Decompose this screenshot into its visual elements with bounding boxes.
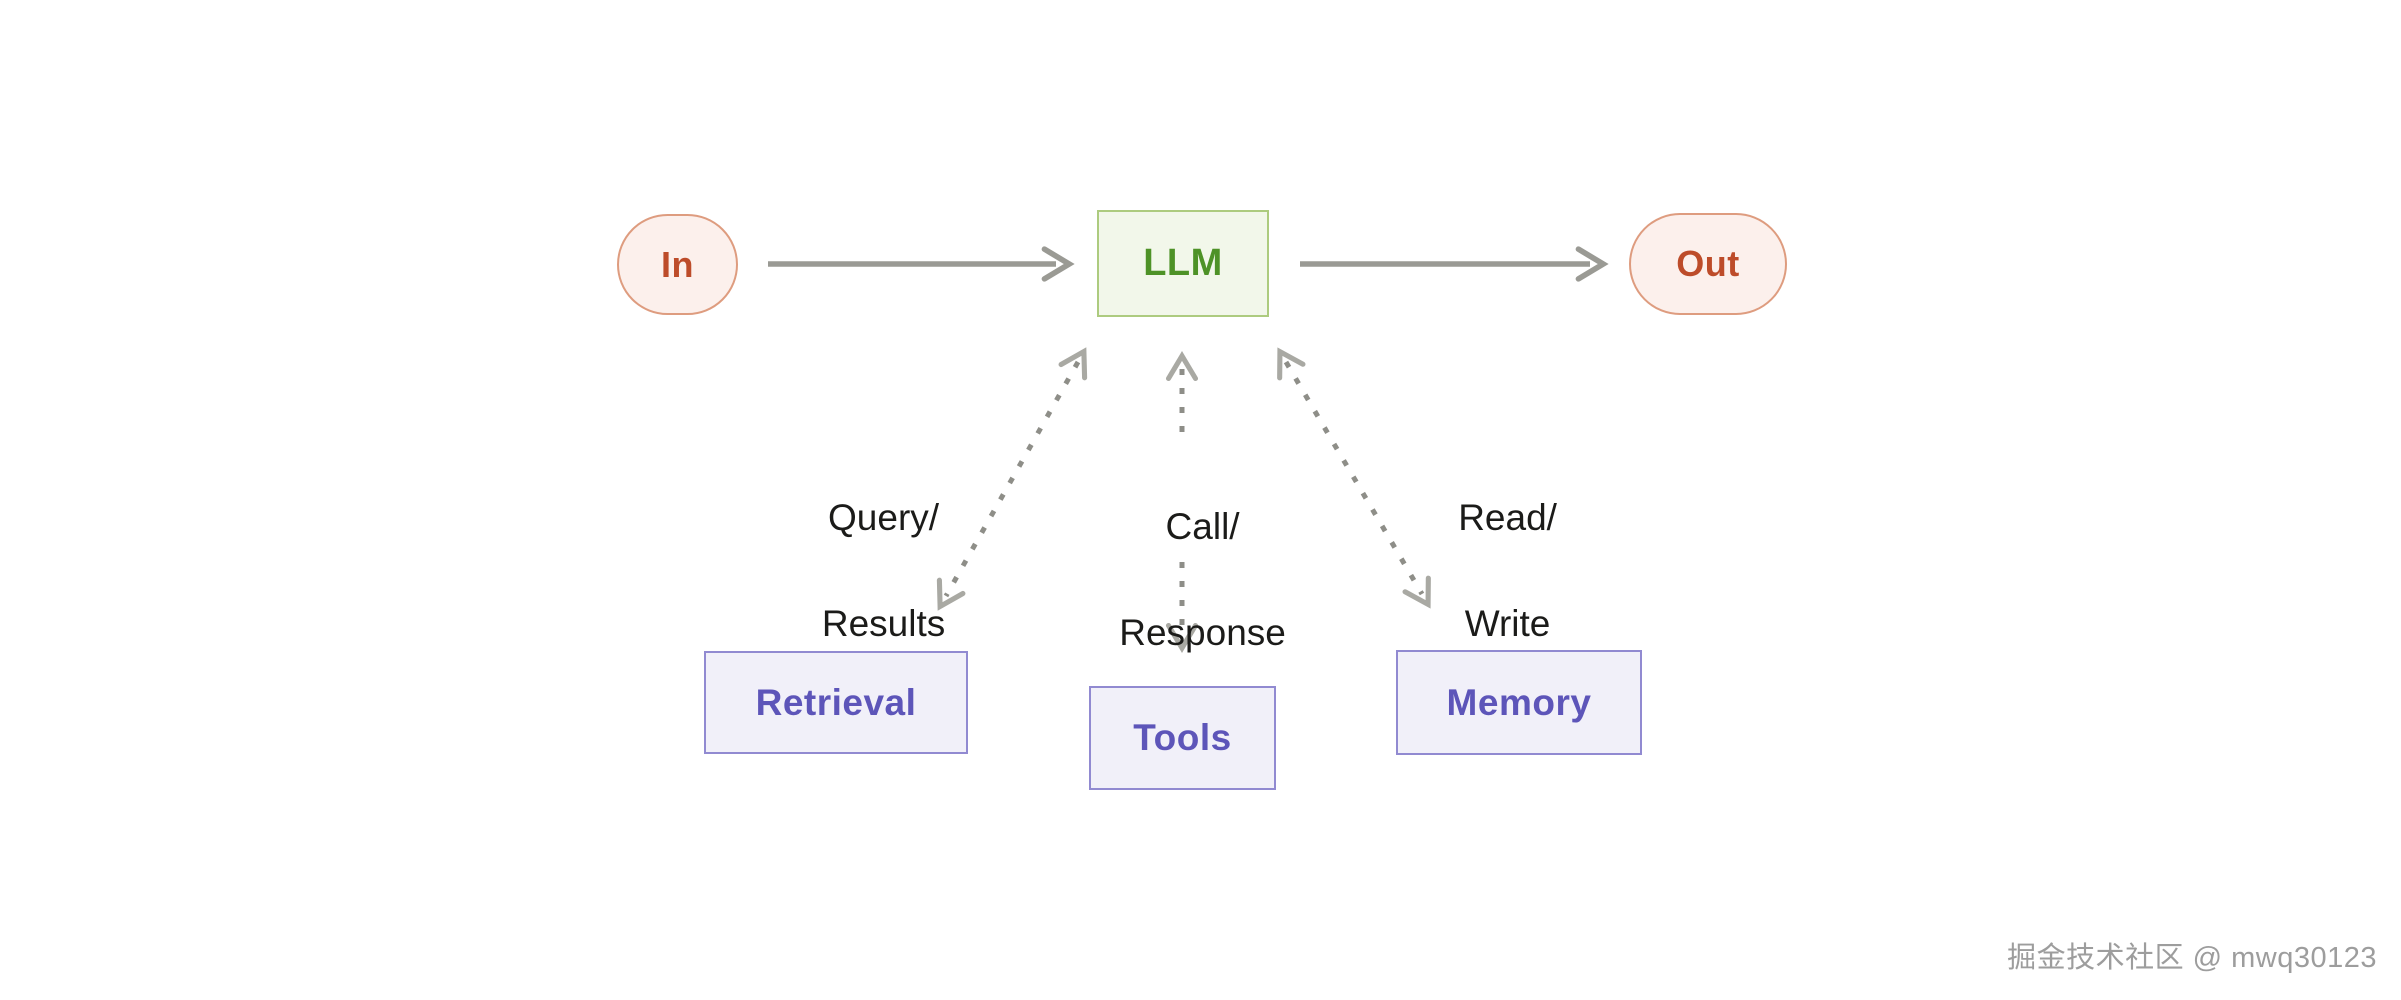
tools-node-label: Tools bbox=[1133, 717, 1232, 758]
retrieval-node-label: Retrieval bbox=[755, 681, 917, 723]
response-line: Response bbox=[1119, 612, 1286, 653]
llm-retrieval-dashed-arrow bbox=[936, 347, 1088, 611]
call-line: Call/ bbox=[1165, 506, 1240, 547]
results-line: Results bbox=[821, 603, 946, 644]
write-line: Write bbox=[1464, 603, 1551, 644]
retrieval-node: Retrieval bbox=[704, 651, 968, 754]
read-write-label: Read/ Write bbox=[1357, 438, 1617, 703]
read-line: Read/ bbox=[1458, 497, 1557, 538]
llm-node: LLM bbox=[1097, 210, 1269, 317]
call-response-label: Call/ Response bbox=[1052, 447, 1312, 712]
memory-node: Memory bbox=[1396, 650, 1642, 755]
llm-node-label: LLM bbox=[1143, 242, 1223, 284]
query-results-label: Query/ Results bbox=[733, 438, 993, 703]
llm-memory-dashed-arrow bbox=[1277, 347, 1431, 609]
input-node: In bbox=[617, 214, 738, 315]
memory-node-label: Memory bbox=[1446, 681, 1592, 723]
output-node: Out bbox=[1629, 213, 1787, 315]
tools-node: Tools bbox=[1089, 686, 1276, 790]
watermark-text: 掘金技术社区 @ mwq30123 bbox=[2007, 942, 2377, 974]
input-node-label: In bbox=[661, 243, 694, 285]
query-line: Query/ bbox=[828, 497, 940, 538]
output-node-label: Out bbox=[1676, 243, 1740, 284]
